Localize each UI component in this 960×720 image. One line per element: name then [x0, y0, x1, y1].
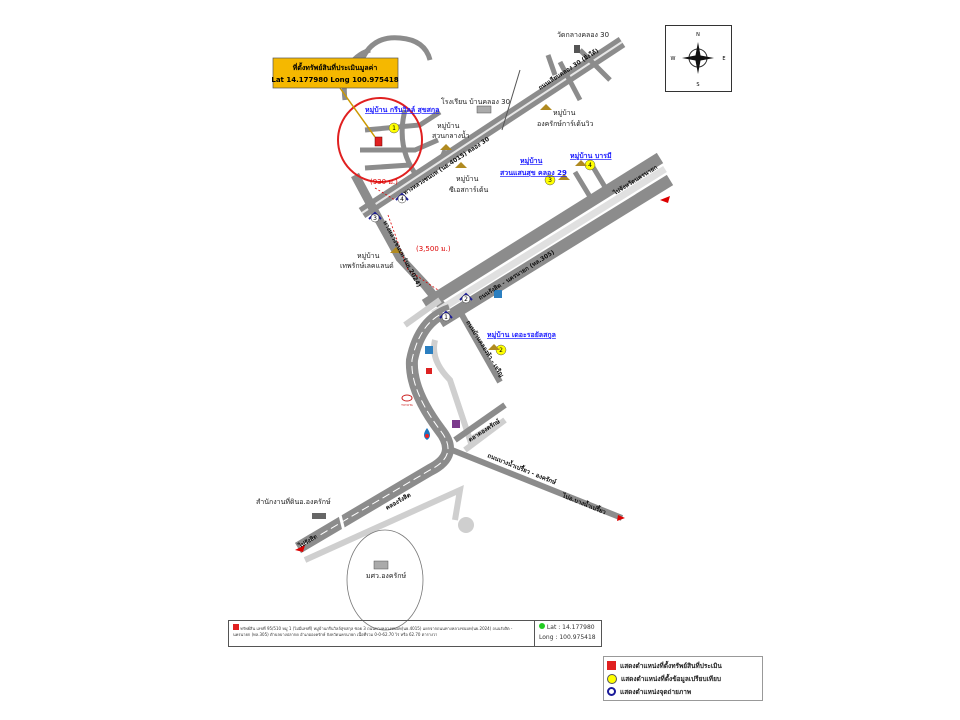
legend-label: แสดงตำแหน่งที่ตั้งข้อมูลเปรียบเทียบ [621, 674, 722, 683]
svg-text:4: 4 [400, 196, 404, 203]
photo-point-2: 2 [459, 292, 473, 304]
subject-callout: ที่ตั้งทรัพย์สินที่ประเมินมูลค่า Lat 14.… [271, 57, 399, 89]
comparison-marker-icon [607, 673, 617, 684]
svg-text:3: 3 [373, 215, 377, 222]
svg-text:W: W [671, 56, 676, 62]
distance-930: (930 ม.) [370, 178, 398, 186]
label: หมู่บ้าน [437, 122, 460, 130]
subject-marker-icon [607, 661, 616, 670]
distance-3500: (3,500 ม.) [416, 245, 451, 253]
arrow-right-icon [660, 196, 670, 203]
label: เทพรักษ์เลคแลนด์ [340, 262, 394, 270]
svg-text:ที่ตั้งทรัพย์สินที่ประเมินมูลค: ที่ตั้งทรัพย์สินที่ประเมินมูลค่า [292, 61, 377, 73]
svg-text:4: 4 [588, 162, 592, 169]
latitude: Lat : 14.177980 [546, 624, 595, 631]
svg-text:1: 1 [392, 125, 396, 132]
label-school: โรงเรียน บ้านคลอง 30 [441, 97, 510, 106]
road-curve [294, 304, 624, 554]
arrow-left-icon [295, 545, 305, 552]
road-4015 [358, 36, 626, 219]
road-label-to-bangnam: ไปอ.บางน้ำเปรี้ยว [560, 489, 608, 516]
highway-305 [421, 152, 674, 328]
svg-text:N: N [696, 32, 700, 38]
coordinates: Lat : 14.177980 Long : 100.975418 [535, 621, 601, 646]
subject-highlight-circle [337, 97, 423, 183]
bank-icon [494, 290, 502, 298]
photo-point-3: 3 [368, 211, 382, 223]
label: หมู่บ้าน [553, 109, 576, 117]
arrow-right-icon [617, 515, 625, 521]
label-university: มศว.องครักษ์ [366, 572, 407, 580]
legend-label: แสดงตำแหน่งที่ตั้งทรัพย์สินที่ประเมิน [620, 661, 722, 670]
svg-text:3: 3 [548, 177, 552, 184]
legend-item-comparison: แสดงตำแหน่งที่ตั้งข้อมูลเปรียบเทียบ [607, 672, 759, 685]
map-legend: แสดงตำแหน่งที่ตั้งทรัพย์สินที่ประเมิน แส… [603, 656, 763, 701]
comparison-point-3: 3 [544, 174, 556, 186]
comparison-markers: 1 2 3 4 [388, 122, 596, 356]
toyota-label: TOYOTA [400, 403, 414, 407]
label-wat: วัดกลางคลอง 30 [557, 31, 609, 39]
label: สวนกลางน้ำ [432, 129, 470, 140]
label: หมู่บ้าน [357, 252, 380, 260]
longitude: Long : 100.975418 [539, 634, 596, 641]
road-2024 [351, 172, 449, 313]
school-icon [476, 105, 492, 114]
toyota-logo-icon [401, 394, 413, 402]
label-village-2: หมู่บ้าน เดอะรอยัลสกูล [487, 330, 556, 340]
property-description-text: ทรัพย์สิน เลขที่ 95/510 หมู่ 1 (ไม่มีเลข… [233, 626, 513, 637]
road-label-305: ถนนรังสิต - นครนายก (ทล.305) [477, 248, 556, 302]
comparison-point-4: 4 [584, 159, 596, 171]
compass-icon: N S E W [671, 32, 726, 88]
north-compass: N S E W [665, 25, 732, 92]
property-info-box: ทรัพย์สิน เลขที่ 95/510 หมู่ 1 (ไม่มีเลข… [228, 620, 602, 647]
property-icon [233, 624, 239, 630]
svg-text:E: E [722, 56, 725, 62]
university-icon [373, 560, 389, 570]
label: หมู่บ้าน [456, 175, 479, 183]
location-dot-icon [539, 623, 545, 629]
label: ซีเอสการ์เด้น [449, 186, 488, 194]
land-office-icon [312, 513, 326, 519]
label-village-4: หมู่บ้าน บารมี [570, 151, 612, 161]
comparison-point-1: 1 [388, 122, 400, 134]
subject-property-icon [374, 136, 383, 147]
photo-point-4: 4 [395, 192, 409, 204]
svg-text:2: 2 [499, 347, 503, 354]
bank-icon [425, 346, 433, 354]
photo-point-1: 1 [439, 310, 453, 322]
bank-purple-icon [452, 420, 460, 428]
temple-icon [574, 45, 580, 53]
road-label-2024: ทางหลวงชนบท (นย.2024) [381, 220, 422, 289]
university-area [346, 529, 424, 631]
legend-label: แสดงตำแหน่งจุดถ่ายภาพ [620, 687, 692, 696]
house-icons [390, 104, 587, 350]
label-village-3b: สวนแสนสุข คลอง 29 [500, 169, 567, 177]
svg-text:Lat 14.177980 Long 100.975418: Lat 14.177980 Long 100.975418 [271, 76, 398, 84]
pond [458, 517, 474, 533]
label-village-3: หมู่บ้าน [520, 156, 543, 166]
legend-item-photo: แสดงตำแหน่งจุดถ่ายภาพ [607, 685, 759, 698]
svg-text:2: 2 [464, 296, 468, 303]
store-icon [426, 368, 432, 374]
svg-text:1: 1 [444, 314, 448, 321]
minor-paths [303, 297, 507, 563]
label: องครักษ์การ์เด้นวิว [537, 120, 594, 128]
svg-text:S: S [696, 82, 699, 88]
photo-point-markers: 1 2 3 4 [368, 192, 473, 322]
label-village-1: หมู่บ้าน กรีนวิลล์ สุขสกุล [365, 105, 439, 115]
property-description: ทรัพย์สิน เลขที่ 95/510 หมู่ 1 (ไม่มีเลข… [229, 621, 535, 646]
label-land-office: สำนักงานที่ดินอ.องครักษ์ [256, 497, 331, 506]
legend-item-subject: แสดงตำแหน่งที่ตั้งทรัพย์สินที่ประเมิน [607, 659, 759, 672]
photo-marker-icon [607, 687, 616, 696]
